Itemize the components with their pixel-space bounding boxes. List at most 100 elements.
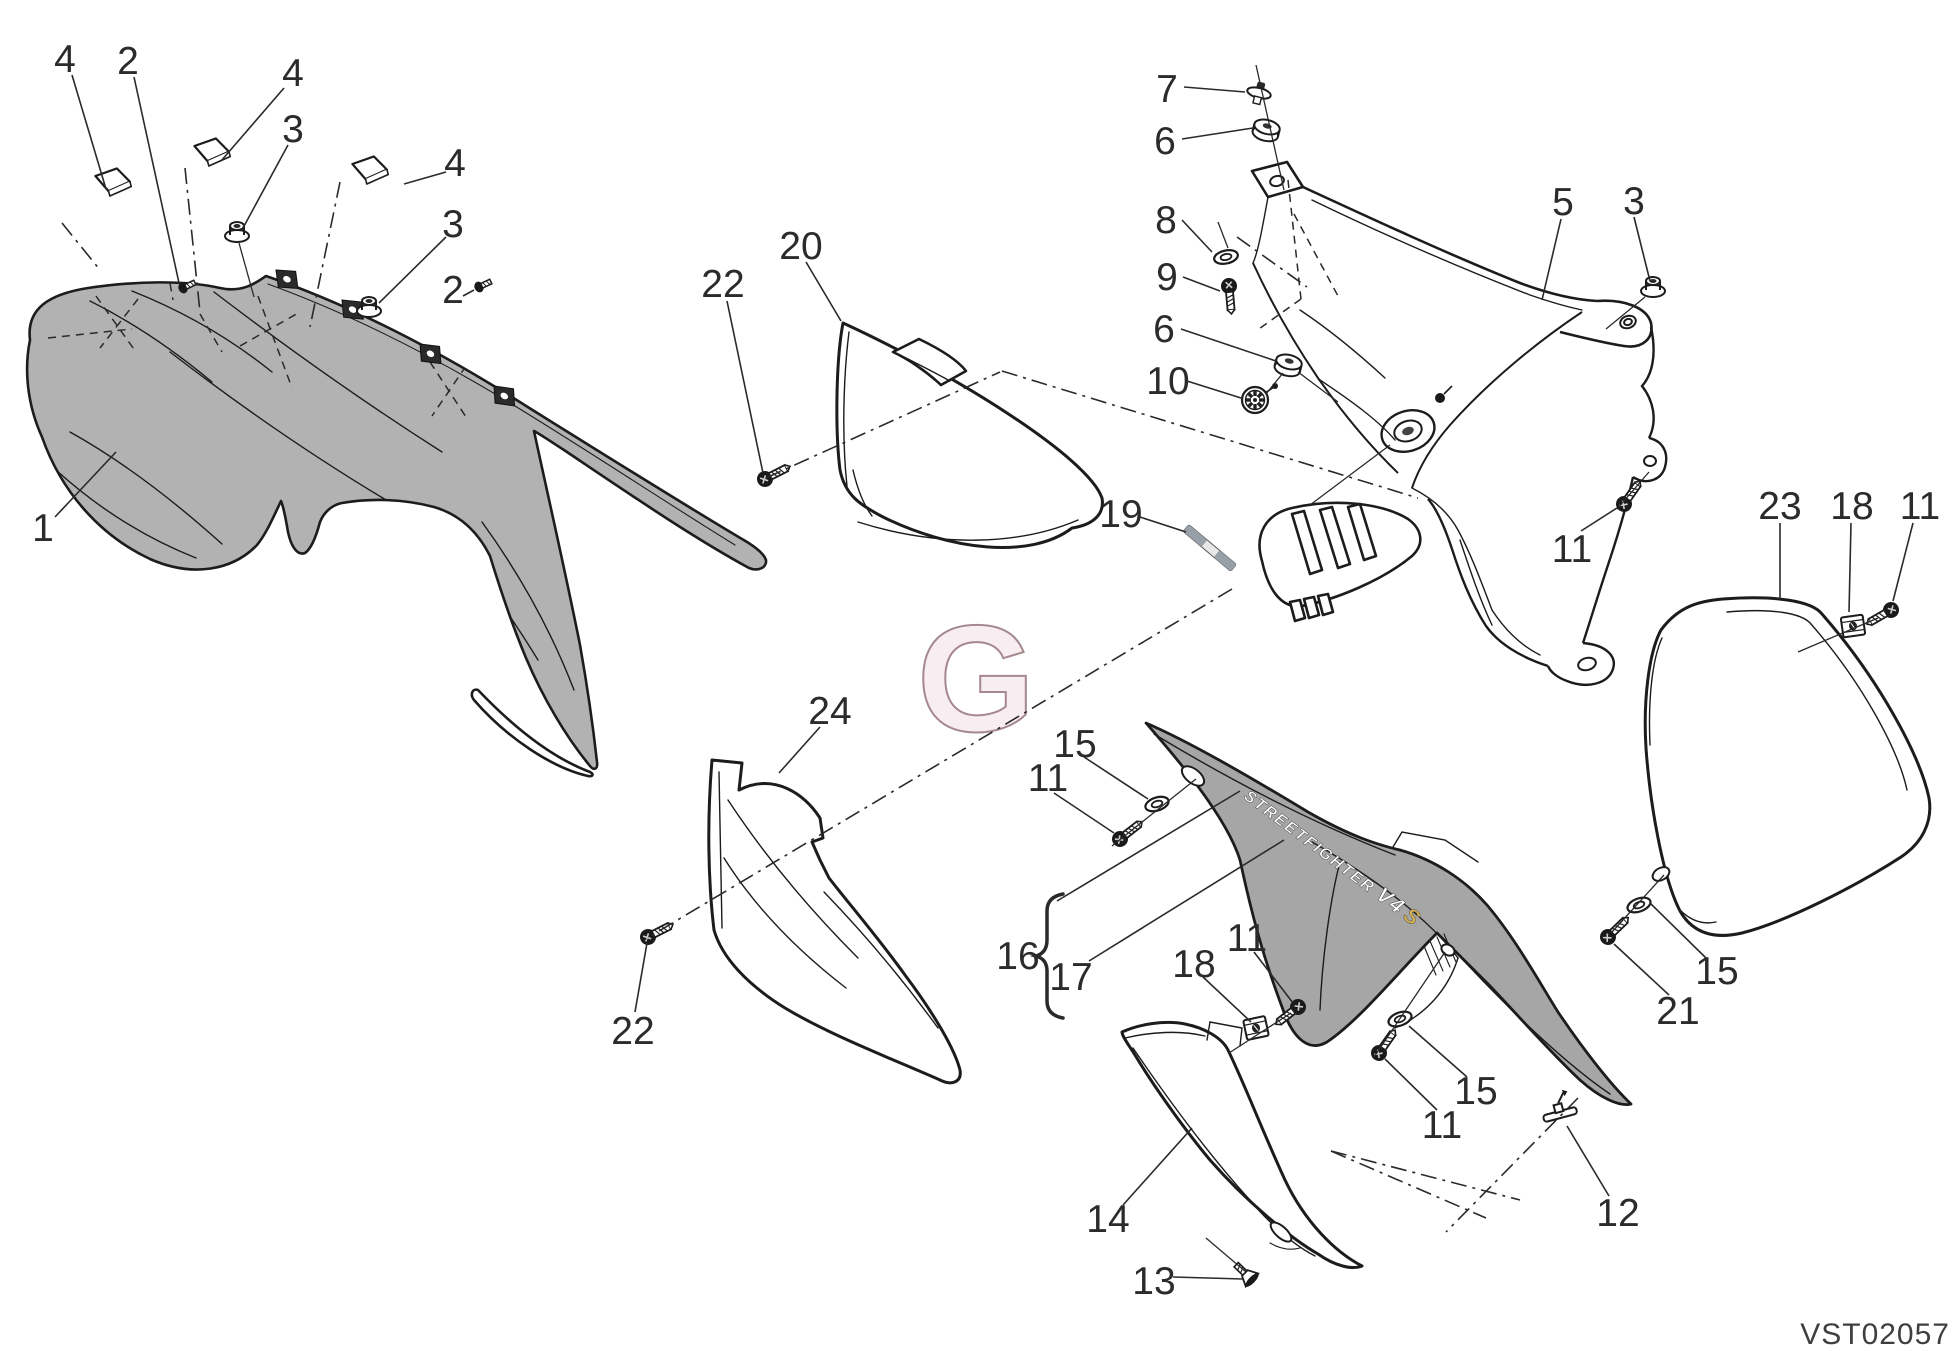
callout-3: 3 — [282, 108, 304, 151]
leader-line — [805, 261, 842, 322]
leader-line — [1181, 127, 1254, 140]
callout-11: 11 — [1552, 528, 1593, 571]
part-2-pin — [471, 275, 494, 295]
leader-line — [1408, 1025, 1468, 1078]
leader-line — [133, 76, 180, 284]
leader-line — [403, 171, 447, 185]
leader-line — [1180, 328, 1277, 362]
part-6-vibration-damper — [1271, 351, 1305, 380]
leader-line — [1253, 951, 1294, 1004]
leader-line — [1183, 86, 1246, 93]
leader-line — [1633, 216, 1651, 282]
callout-23: 23 — [1758, 485, 1801, 528]
part-7-special-screw — [1243, 78, 1275, 108]
part-18-clip-nut — [1242, 1014, 1270, 1042]
leader-line — [1613, 943, 1670, 996]
hidden-lines — [47, 276, 469, 421]
callout-6: 6 — [1154, 120, 1176, 163]
part-1-side-fairing — [25, 262, 768, 778]
callout-5: 5 — [1552, 181, 1574, 224]
part-23-cover — [1643, 596, 1932, 937]
part-24-lower-winglet — [707, 758, 962, 1085]
callout-22: 22 — [701, 263, 744, 306]
leader-line — [1083, 756, 1149, 800]
callout-13: 13 — [1132, 1260, 1175, 1303]
callout-8: 8 — [1155, 199, 1177, 242]
part-10-quick-fastener — [1240, 381, 1280, 415]
leader-line — [1139, 516, 1187, 533]
part-4-pad — [192, 136, 232, 169]
brace-16 — [1029, 892, 1065, 1020]
part-18-clip-nut — [1839, 613, 1867, 639]
part-22-screw — [636, 916, 678, 949]
callout-21: 21 — [1656, 990, 1699, 1033]
diagram-code: VST02057 — [1800, 1318, 1950, 1351]
callout-11: 11 — [1227, 917, 1268, 960]
leader-line — [1892, 522, 1914, 602]
part-9-screw — [1219, 276, 1241, 316]
part-8-washer — [1211, 247, 1241, 267]
assembly-axis-lines — [238, 64, 1879, 1273]
callout-24: 24 — [808, 690, 851, 733]
leader-line — [1088, 839, 1285, 962]
part-6-vibration-damper — [1249, 116, 1283, 145]
leader-line — [1202, 976, 1252, 1023]
part-11-screw — [1366, 1024, 1403, 1066]
leader-line — [1848, 522, 1852, 613]
callout-1: 1 — [32, 507, 54, 550]
callout-18: 18 — [1830, 485, 1873, 528]
leader-line — [1056, 790, 1241, 902]
leader-line — [1172, 1276, 1244, 1280]
callout-15: 15 — [1053, 723, 1096, 766]
callout-6: 6 — [1153, 308, 1175, 351]
part-14-lower-cover — [1120, 1020, 1364, 1269]
leader-line — [1181, 219, 1213, 253]
callout-7: 7 — [1156, 68, 1178, 111]
callout-12: 12 — [1596, 1192, 1639, 1235]
part-20-upper-winglet — [835, 321, 1104, 549]
callout-17: 17 — [1049, 956, 1092, 999]
part-1-lower-sliver — [470, 688, 594, 778]
leader-line — [726, 300, 764, 474]
leader-line — [1122, 1127, 1193, 1206]
callout-11: 11 — [1900, 485, 1941, 528]
leader-lines — [54, 74, 1914, 1280]
leader-line — [54, 451, 117, 518]
callout-18: 18 — [1172, 943, 1215, 986]
callout-11: 11 — [1422, 1104, 1463, 1147]
callout-4: 4 — [444, 142, 466, 185]
callout-10: 10 — [1146, 360, 1189, 403]
part-5-bracket — [1250, 160, 1668, 686]
leader-line — [1566, 1125, 1610, 1197]
callout-14: 14 — [1086, 1198, 1129, 1241]
part-1-body — [25, 274, 768, 771]
watermark-letter: G — [917, 594, 1035, 764]
leader-line — [242, 144, 289, 229]
callout-3: 3 — [1623, 180, 1645, 223]
part-11-screw — [1861, 598, 1903, 632]
leader-line — [1186, 380, 1242, 399]
leader-line — [220, 87, 285, 162]
part-4-pad — [350, 154, 390, 187]
leader-line — [462, 289, 475, 297]
leader-line — [1580, 507, 1618, 532]
callout-4: 4 — [282, 52, 304, 95]
leader-line — [634, 942, 648, 1013]
part-3-grommet — [1640, 276, 1666, 298]
callout-2: 2 — [117, 40, 139, 83]
part-17-body — [1144, 721, 1633, 1106]
part-19-rod — [1182, 524, 1237, 572]
leader-line — [1053, 792, 1115, 834]
centerlines — [61, 167, 1579, 1233]
leader-line — [378, 236, 447, 304]
part-21-screw — [1595, 910, 1635, 950]
leader-line — [778, 726, 821, 774]
callout-11: 11 — [1028, 757, 1069, 800]
callout-4: 4 — [54, 38, 76, 81]
leader-line — [71, 74, 107, 190]
callout-20: 20 — [779, 225, 822, 268]
leader-line — [1384, 1058, 1438, 1111]
callout-2: 2 — [442, 269, 464, 312]
